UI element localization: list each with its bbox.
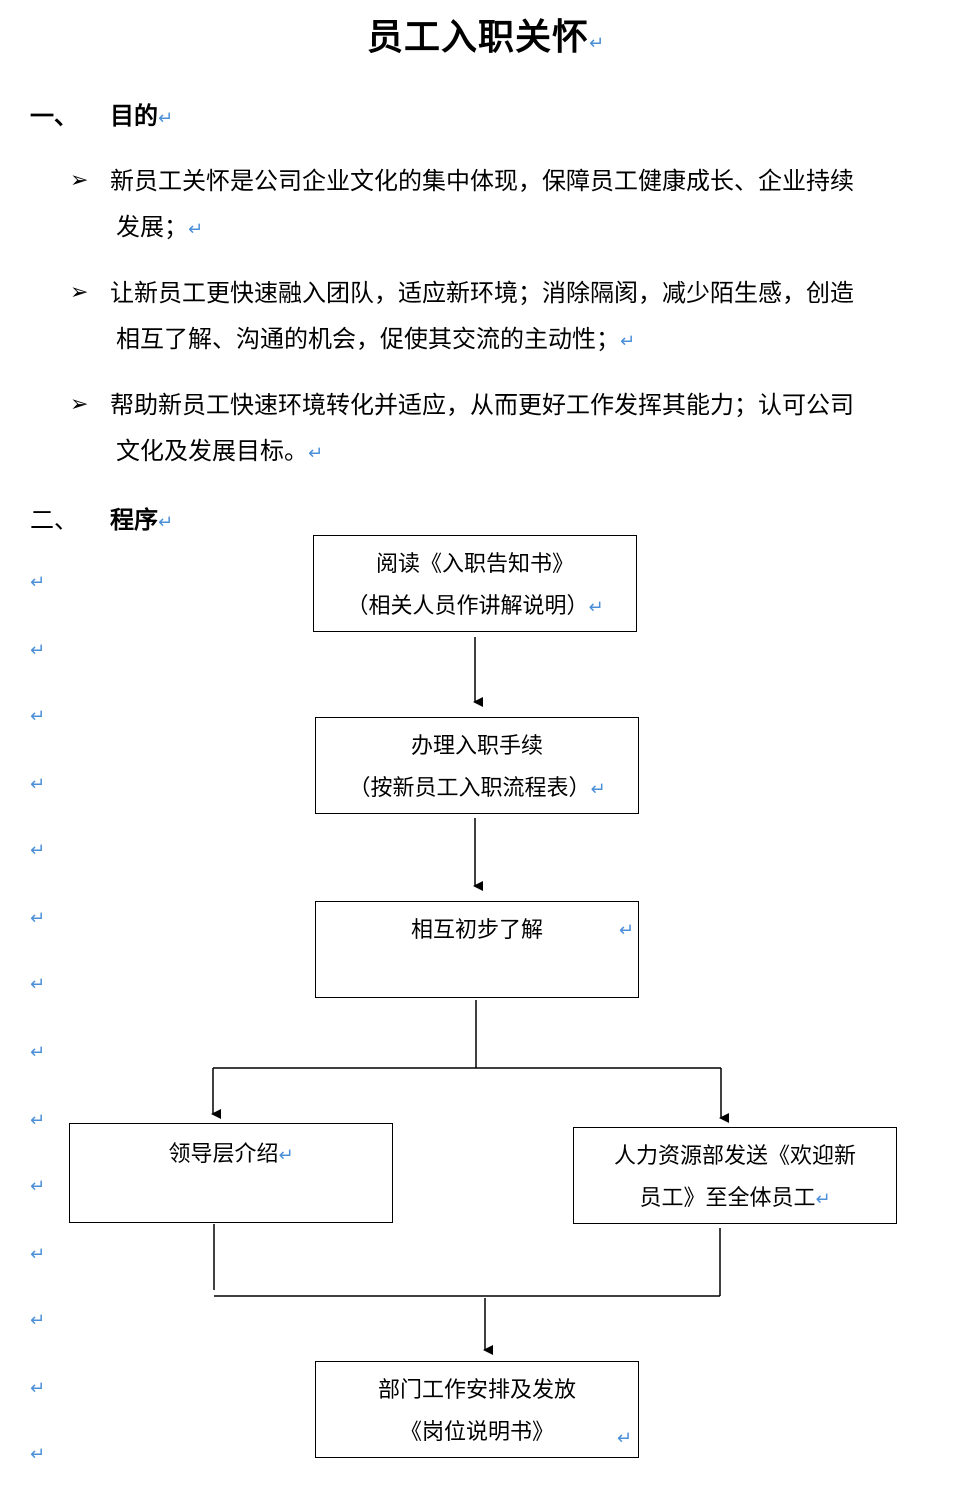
paragraph-mark-icon: ↵ [30,1244,46,1265]
flow-step-mutual-introduction: 相互初步了解↵ [315,901,639,998]
list-item-text: 让新员工更快速融入团队，适应新环境；消除隔阂，减少陌生感，创造相互了解、沟通的机… [110,279,854,353]
section-number: 一、 [30,102,78,130]
flow-step-read-notice: 阅读《入职告知书》 （相关人员作讲解说明）↵ [313,535,637,632]
paragraph-mark-icon: ↵ [588,597,604,618]
paragraph-mark-icon: ↵ [618,920,634,941]
paragraph-mark-icon: ↵ [30,1042,46,1063]
paragraph-mark-icon: ↵ [30,706,46,727]
paragraph-mark-icon: ↵ [588,33,606,54]
arrow-bullet-icon: ➢ [70,168,89,193]
section-heading-purpose: 一、 目的↵ [30,96,173,131]
flow-step-hr-welcome-notice: 人力资源部发送《欢迎新 员工》至全体员工↵ [573,1127,897,1224]
arrow-bullet-icon: ➢ [70,280,89,305]
paragraph-mark-icon: ↵ [30,572,46,593]
paragraph-mark-icon: ↵ [590,779,606,800]
paragraph-mark-icon: ↵ [158,512,174,533]
paragraph-mark-icon: ↵ [30,1310,46,1331]
arrow-bullet-icon: ➢ [70,392,89,417]
paragraph-mark-icon: ↵ [30,1176,46,1197]
list-item-text: 新员工关怀是公司企业文化的集中体现，保障员工健康成长、企业持续发展；↵ [110,167,854,241]
list-item-text: 帮助新员工快速环境转化并适应，从而更好工作发挥其能力；认可公司文化及发展目标。↵ [110,391,854,465]
section-number: 二、 [30,506,78,534]
flow-step-department-assignment: 部门工作安排及发放 《岗位说明书》↵ [315,1361,639,1458]
paragraph-mark-icon: ↵ [278,1145,294,1166]
section-title: 目的 [110,102,158,130]
paragraph-mark-icon: ↵ [620,331,636,352]
paragraph-mark-icon: ↵ [30,640,46,661]
list-item: ➢ 新员工关怀是公司企业文化的集中体现，保障员工健康成长、企业持续发展；↵ [70,158,940,253]
paragraph-mark-icon: ↵ [30,1378,46,1399]
paragraph-mark-icon: ↵ [815,1189,831,1210]
document-title: 员工入职关怀↵ [366,17,606,58]
flow-step-onboarding-procedures: 办理入职手续 （按新员工入职流程表）↵ [315,717,639,814]
paragraph-mark-icon: ↵ [616,1428,632,1449]
paragraph-mark-icon: ↵ [30,774,46,795]
paragraph-mark-icon: ↵ [188,219,204,240]
paragraph-mark-icon: ↵ [30,840,46,861]
paragraph-mark-icon: ↵ [158,108,174,129]
paragraph-mark-icon: ↵ [30,974,46,995]
section-heading-procedure: 二、 程序↵ [30,500,173,535]
list-item: ➢ 让新员工更快速融入团队，适应新环境；消除隔阂，减少陌生感，创造相互了解、沟通… [70,270,940,365]
paragraph-mark-icon: ↵ [30,908,46,929]
list-item: ➢ 帮助新员工快速环境转化并适应，从而更好工作发挥其能力；认可公司文化及发展目标… [70,382,940,477]
paragraph-mark-icon: ↵ [30,1110,46,1131]
paragraph-mark-icon: ↵ [308,443,324,464]
paragraph-mark-icon: ↵ [30,1444,46,1465]
section-title: 程序 [110,506,158,534]
flow-step-leadership-introduction: 领导层介绍↵ [69,1123,393,1223]
